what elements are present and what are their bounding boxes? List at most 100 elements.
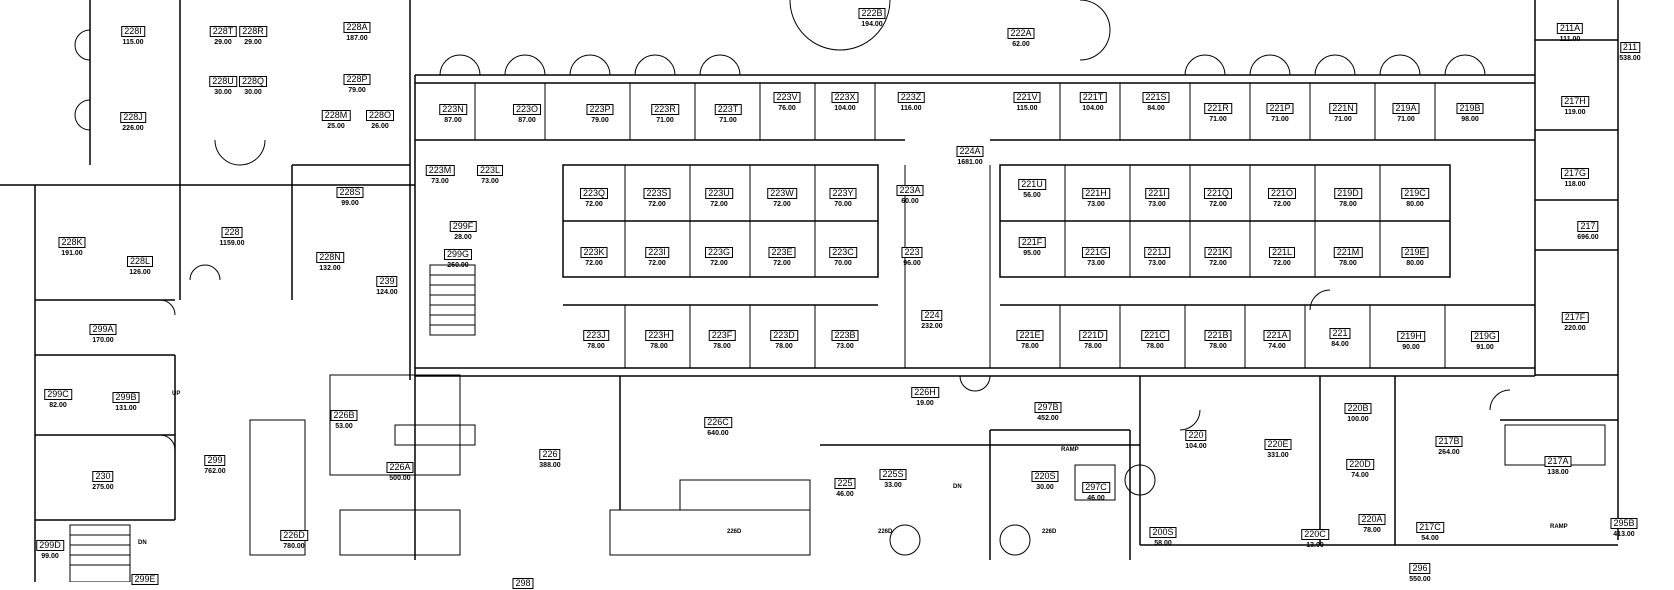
room-area: 72.00: [648, 260, 666, 267]
room-number: 200S: [1149, 527, 1177, 538]
stairs: [69, 264, 476, 582]
room-number: 217H: [1561, 96, 1589, 107]
room-number: 223N: [439, 104, 467, 115]
room-area: 71.00: [719, 117, 737, 124]
room-number: 225S: [879, 469, 907, 480]
room-area: 73.00: [1087, 201, 1105, 208]
room-label-298: 298: [512, 574, 534, 590]
room-area: 78.00: [587, 343, 605, 350]
window-bays: [74, 0, 1486, 311]
room-area: 74.00: [1351, 472, 1369, 479]
room-area: 500.00: [389, 475, 411, 482]
room-area: 99.00: [341, 200, 359, 207]
doors: [159, 264, 1511, 451]
room-number: 223A: [896, 185, 924, 196]
room-area: 56.00: [1023, 192, 1041, 199]
room-number: 223G: [704, 247, 734, 258]
room-number: 220D: [1346, 459, 1374, 470]
room-area: 78.00: [1339, 260, 1357, 267]
room-number: 222B: [858, 8, 886, 19]
room-number: 223H: [645, 330, 673, 341]
room-number: 217F: [1561, 312, 1589, 323]
room-area: 72.00: [585, 201, 603, 208]
room-number: 217B: [1435, 436, 1463, 447]
room-label-223i: 223I 72.00: [645, 243, 669, 267]
room-area: 538.00: [1619, 55, 1641, 62]
room-number: 221C: [1141, 330, 1169, 341]
room-area: 331.00: [1267, 452, 1289, 459]
room-number: 299D: [36, 540, 64, 551]
room-label-299a: 299A 170.00: [89, 320, 117, 344]
room-number: 228J: [120, 112, 146, 123]
room-number: 219G: [1470, 331, 1500, 342]
room-number: 223O: [512, 104, 542, 115]
room-area: 73.00: [481, 178, 499, 185]
room-number: 221E: [1016, 330, 1044, 341]
room-number: 221N: [1329, 103, 1357, 114]
room-number: 224: [921, 310, 943, 321]
room-area: 170.00: [92, 337, 114, 344]
room-area: 82.00: [49, 402, 67, 409]
room-number: 299F: [449, 221, 477, 232]
room-area: 29.00: [214, 39, 232, 46]
room-area: 13.00: [1306, 542, 1324, 549]
room-area: 73.00: [1148, 260, 1166, 267]
room-number: 223U: [705, 188, 733, 199]
room-number: 299A: [89, 324, 117, 335]
room-area: 72.00: [1273, 201, 1291, 208]
room-area: 126.00: [129, 269, 151, 276]
room-number: 220: [1185, 430, 1207, 441]
room-number: 221U: [1018, 179, 1046, 190]
room-number: 228: [221, 227, 243, 238]
room-number: 223I: [645, 247, 669, 258]
room-area: 73.00: [836, 343, 854, 350]
room-number: 223X: [831, 92, 859, 103]
room-number: 221I: [1145, 188, 1169, 199]
room-number: 297C: [1082, 482, 1110, 493]
room-area: 550.00: [1409, 576, 1431, 583]
room-number: 221G: [1081, 247, 1111, 258]
room-number: 221S: [1142, 92, 1170, 103]
room-number: 298: [512, 578, 534, 589]
room-area: 28.00: [454, 234, 472, 241]
room-label-221u: 221U 56.00: [1018, 175, 1046, 199]
room-area: 79.00: [348, 87, 366, 94]
room-label-299e: 299E: [131, 570, 159, 586]
room-number: 226D: [280, 530, 308, 541]
